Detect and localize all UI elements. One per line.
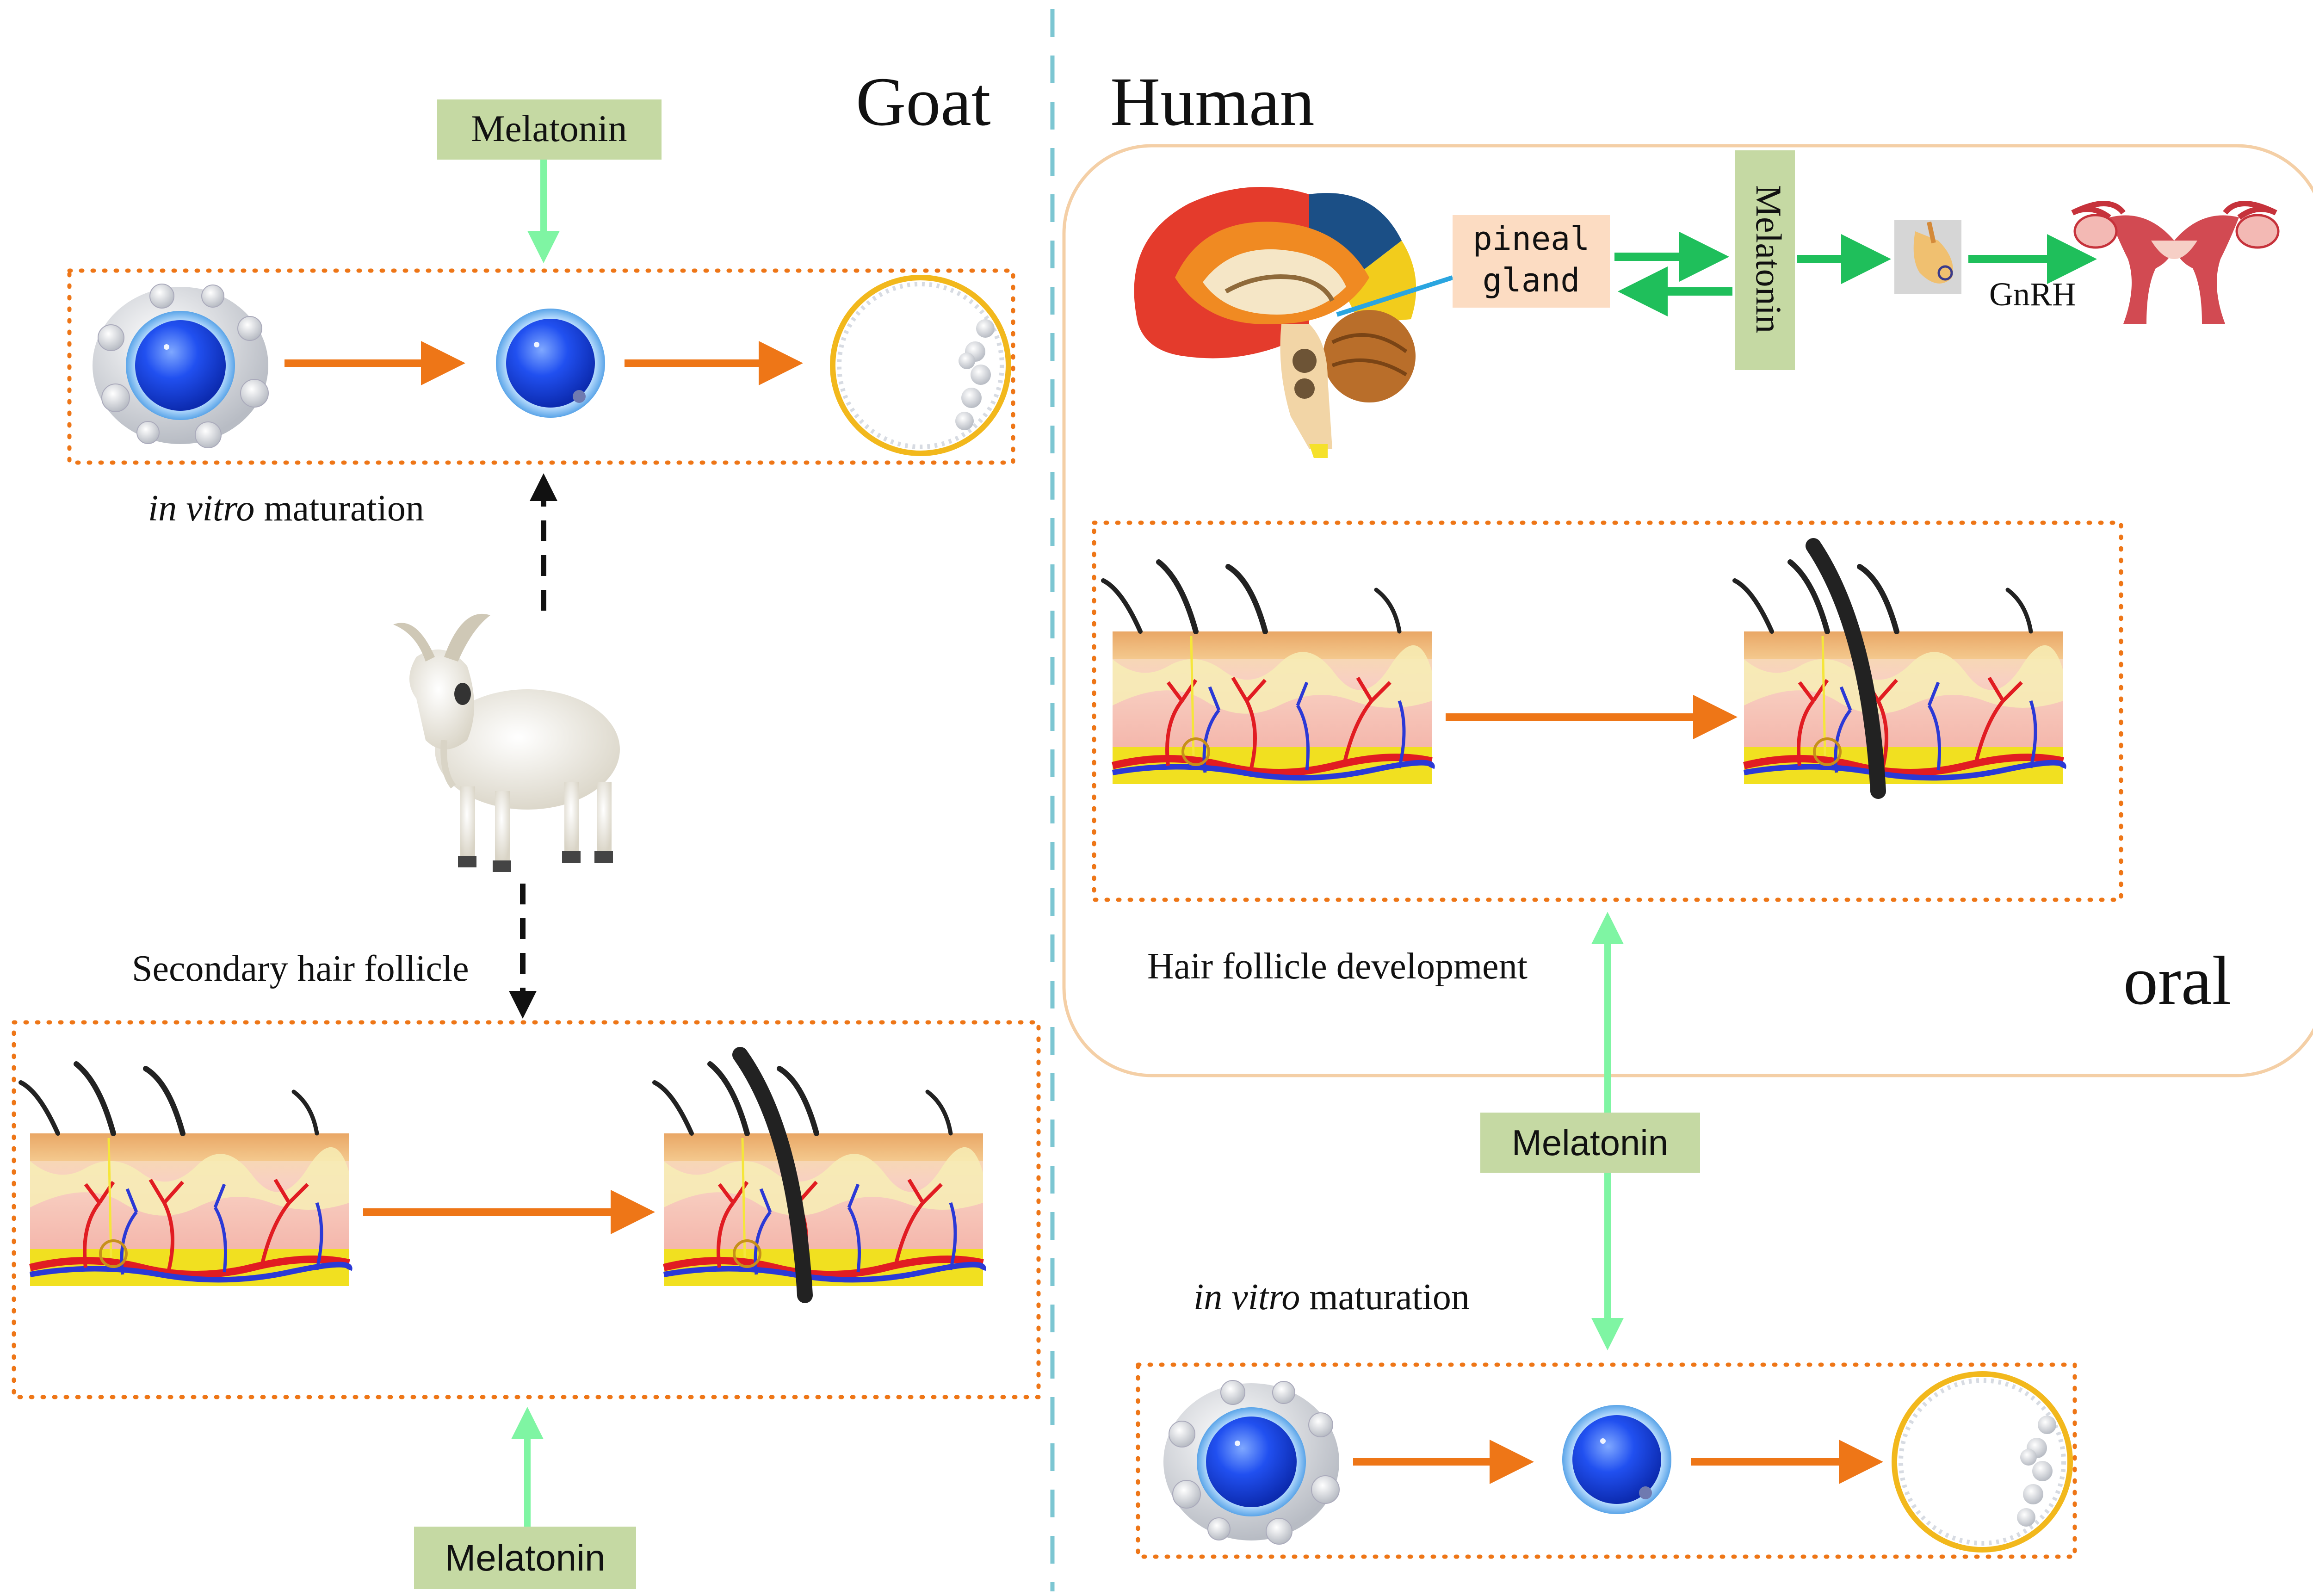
human-oral-panel — [1062, 144, 2313, 1077]
goat-hair-follicle-label: Secondary hair follicle — [132, 948, 469, 989]
brain-icon — [1134, 187, 1453, 458]
goat-oocyte-cumulus-icon — [92, 284, 269, 448]
human-oocyte-mature-icon — [1562, 1405, 1671, 1514]
goat-ivm-box — [67, 268, 1015, 465]
pituitary-icon — [1894, 220, 1961, 294]
human-ivm-label: in vitro maturation — [1194, 1277, 1470, 1318]
pineal-gland-label-line2: gland — [1483, 261, 1580, 299]
uterus-icon — [2071, 201, 2280, 324]
human-hair-follicle-label: Hair follicle development — [1147, 946, 1528, 987]
goat-melatonin-bottom-label: Melatonin — [445, 1537, 606, 1578]
human-grown-hair — [1806, 538, 1886, 799]
goat-empty-zona-icon — [833, 278, 1008, 453]
goat-ivm-label: in vitro maturation — [148, 488, 424, 529]
goat-melatonin-top-box — [437, 99, 662, 160]
goat-hair-follicle-box — [12, 1020, 1041, 1399]
human-hair-follicle-box — [1092, 520, 2123, 902]
goat-skin-before-icon — [21, 1064, 350, 1286]
human-skin-after-icon — [1735, 562, 2064, 784]
goat-oocyte-mature-icon — [496, 309, 605, 418]
human-ivm-box — [1136, 1362, 2077, 1559]
goat-icon — [393, 613, 620, 872]
human-melatonin-vertical-box — [1735, 150, 1795, 370]
human-melatonin-center-label: Melatonin — [1512, 1122, 1668, 1163]
goat-melatonin-top-label: Melatonin — [471, 107, 627, 149]
human-title: Human — [1110, 63, 1315, 140]
gnrh-label: GnRH — [1989, 276, 2076, 313]
human-skin-before-icon — [1103, 562, 1432, 784]
pineal-gland-label-line1: pineal — [1473, 220, 1590, 258]
human-melatonin-vertical-label: Melatonin — [1749, 185, 1789, 334]
oral-label: oral — [2123, 942, 2231, 1019]
goat-melatonin-bottom-box — [414, 1527, 636, 1589]
pineal-gland-box — [1453, 215, 1610, 308]
human-oocyte-cumulus-icon — [1163, 1380, 1340, 1545]
human-melatonin-center-box — [1480, 1113, 1700, 1173]
goat-title: Goat — [856, 63, 991, 140]
goat-grown-hair — [732, 1047, 813, 1303]
goat-skin-after-icon — [655, 1064, 983, 1286]
human-empty-zona-icon — [1894, 1374, 2070, 1550]
